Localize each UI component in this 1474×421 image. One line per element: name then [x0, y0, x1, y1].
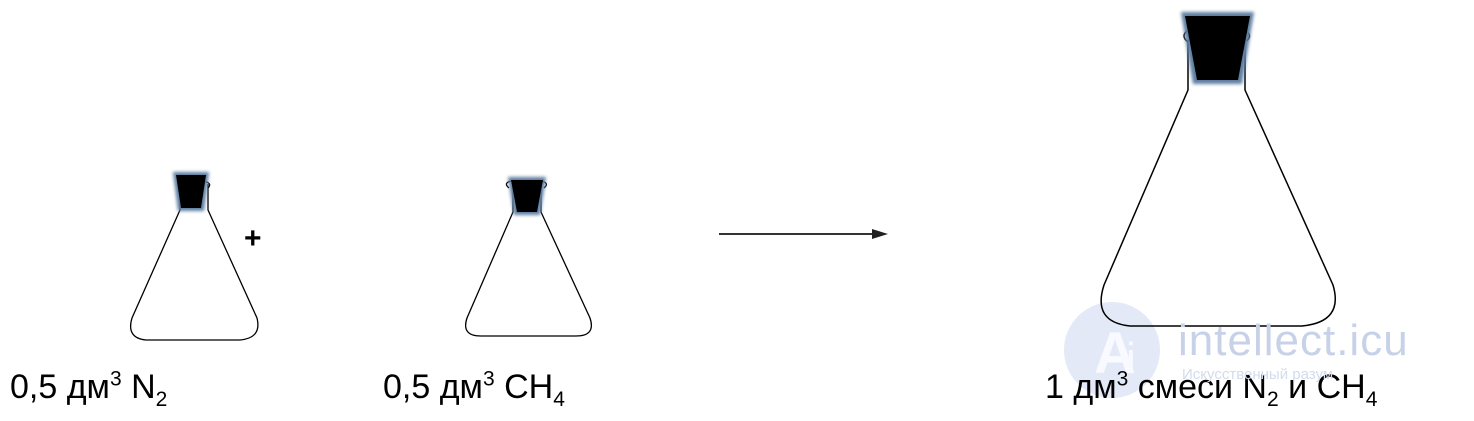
flask-n2-stopper [173, 172, 209, 211]
watermark-subtext: Искусственный разум [1182, 366, 1334, 383]
plus-sign: + [244, 222, 262, 255]
flask-ch4-body [464, 186, 593, 337]
svg-text:A: A [1094, 321, 1136, 386]
flask-ch4-stopper [508, 177, 546, 215]
label-mixture-power: 3 [1116, 367, 1129, 391]
flask-n2 [129, 172, 259, 341]
label-n2-power: 3 [109, 367, 122, 391]
reaction-arrow [719, 229, 888, 239]
flask-mixture-body [1100, 40, 1337, 327]
watermark-text: intellect.icu [1178, 316, 1409, 365]
label-mixture: 1 дм3 смеси N2 и CH4 [1045, 367, 1377, 410]
svg-text:i: i [1126, 334, 1136, 383]
label-mixture-amount: 1 дм [1045, 368, 1117, 406]
label-n2-amount: 0,5 дм [10, 368, 110, 406]
label-mixture-index2: 4 [1365, 387, 1378, 411]
label-ch4-amount: 0,5 дм [383, 368, 483, 406]
label-mixture-index1: 2 [1267, 387, 1279, 411]
label-mixture-conj: и CH [1278, 368, 1366, 406]
label-n2-index: 2 [155, 387, 168, 411]
flask-mixture [1100, 12, 1337, 327]
flask-ch4 [464, 177, 593, 337]
flask-n2-body [129, 184, 259, 341]
label-n2-formula: N [131, 368, 156, 406]
label-n2: 0,5 дм3 N2 [10, 367, 167, 410]
label-mixture-mid: смеси N [1128, 368, 1267, 406]
label-ch4: 0,5 дм3 CH4 [383, 367, 565, 410]
label-ch4-formula: CH [504, 368, 554, 406]
label-ch4-power: 3 [482, 367, 495, 391]
label-ch4-index: 4 [553, 387, 565, 411]
flask-mixture-stopper [1181, 12, 1254, 84]
